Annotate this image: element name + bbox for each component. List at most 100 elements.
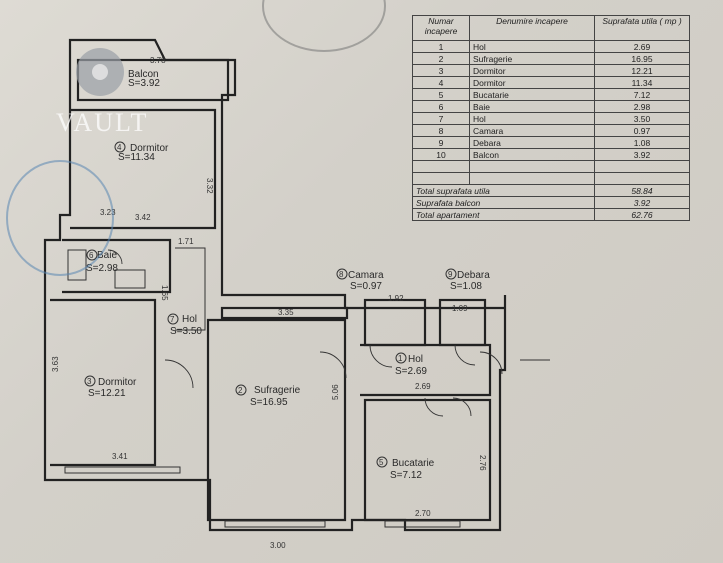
table-cell: Dormitor (469, 64, 595, 77)
table-cell: Sufragerie (469, 52, 595, 65)
sufragerie-label: Sufragerie (254, 385, 301, 396)
bucatarie-label: Bucatarie (392, 458, 435, 469)
total-value: 62.76 (594, 208, 690, 221)
door-arc-1 (164, 359, 194, 389)
table-cell: 1.08 (594, 136, 690, 149)
room-number-markers: 4 6 7 3 2 8 9 1 5 (84, 141, 457, 468)
door-arc-4 (454, 344, 476, 366)
hol7-label: Hol (182, 314, 197, 325)
blank-row (412, 172, 690, 185)
door-arc-5 (424, 397, 444, 417)
table-cell: 8 (412, 124, 470, 137)
blue-stamp (6, 160, 114, 276)
balcon-area: S=3.92 (128, 78, 160, 89)
table-cell: 5 (412, 88, 470, 101)
corridor-wall (220, 306, 349, 320)
table-cell: 0.97 (594, 124, 690, 137)
window-bucatarie (384, 520, 461, 528)
dim-dorm3-w: 3.41 (112, 452, 128, 461)
svg-text:7: 7 (170, 315, 175, 324)
window-dormitor3 (64, 466, 181, 474)
table-cell: 3.50 (594, 112, 690, 125)
dim-dorm4-w: 3.42 (135, 213, 151, 222)
table-cell: Camara (469, 124, 595, 137)
svg-text:9: 9 (448, 270, 453, 279)
table-cell: Dormitor (469, 76, 595, 89)
baie-label: Baie (97, 250, 117, 261)
table-cell: 2 (412, 52, 470, 65)
hol1-area: S=2.69 (395, 366, 427, 377)
sufragerie-area: S=16.95 (250, 397, 288, 408)
baie-walls (62, 238, 172, 294)
bucatarie-walls (363, 398, 492, 522)
table-cell: 3 (412, 64, 470, 77)
hol7-area: S=3.50 (170, 326, 202, 337)
hol1-label: Hol (408, 354, 423, 365)
outer-walls (43, 38, 507, 532)
table-cell: 6 (412, 100, 470, 113)
watermark-logo: VAULT (56, 108, 149, 137)
dim-dorm4-h: 3.32 (205, 178, 214, 194)
dim-baie-w: 1.71 (178, 237, 194, 246)
table-cell: 2.69 (594, 40, 690, 53)
baie-area: S=2.98 (86, 263, 118, 274)
room-area-table: Numar incapere Denumire incapere Suprafa… (412, 15, 690, 221)
debara-area: S=1.08 (450, 281, 482, 292)
window-sufragerie (224, 520, 326, 528)
table-cell: Hol (469, 112, 595, 125)
dim-baie-h: 1.65 (160, 285, 169, 301)
total-label: Suprafata balcon (412, 196, 595, 209)
camara-label: Camara (348, 270, 384, 281)
door-arc-8 (107, 249, 123, 265)
table-cell: Bucatarie (469, 88, 595, 101)
camara-area: S=0.97 (350, 281, 382, 292)
table-cell: 3.92 (594, 148, 690, 161)
table-cell: 1 (412, 40, 470, 53)
table-cell: 10 (412, 148, 470, 161)
total-value: 58.84 (594, 184, 690, 197)
door-arc-6 (452, 397, 472, 417)
hol7-walls (175, 247, 206, 331)
dim-sufrag-bottom: 3.00 (270, 541, 286, 550)
table-cell: 4 (412, 76, 470, 89)
header-denumire: Denumire incapere (469, 15, 595, 41)
sink (114, 269, 146, 289)
dim-debara: 1.09 (452, 304, 468, 313)
dim-sufrag-h: 5.06 (331, 384, 340, 400)
dormitor3-area: S=12.21 (88, 388, 126, 399)
svg-text:2: 2 (238, 386, 243, 395)
dim-corridor: 3.35 (278, 308, 294, 317)
svg-text:1: 1 (398, 354, 403, 363)
dormitor4-walls (70, 108, 217, 230)
sufragerie-walls (206, 318, 347, 522)
table-cell: 11.34 (594, 76, 690, 89)
svg-text:5: 5 (379, 458, 384, 467)
dim-buc-w: 2.70 (415, 509, 431, 518)
balcon-label: Balcon (128, 69, 159, 80)
dormitor3-label: Dormitor (98, 377, 137, 388)
dim-buc-h: 2.76 (478, 455, 487, 471)
table-cell: 9 (412, 136, 470, 149)
table-cell: 16.95 (594, 52, 690, 65)
svg-text:8: 8 (339, 270, 344, 279)
bucatarie-area: S=7.12 (390, 470, 422, 481)
dim-dorm3-h: 3.63 (51, 356, 60, 372)
table-cell: 12.21 (594, 64, 690, 77)
debara-label: Debara (457, 270, 490, 281)
table-cell: Debara (469, 136, 595, 149)
dormitor4-area: S=11.34 (118, 152, 155, 163)
dim-hol1: 2.69 (415, 382, 431, 391)
table-cell: 7.12 (594, 88, 690, 101)
svg-text:3: 3 (87, 377, 92, 386)
